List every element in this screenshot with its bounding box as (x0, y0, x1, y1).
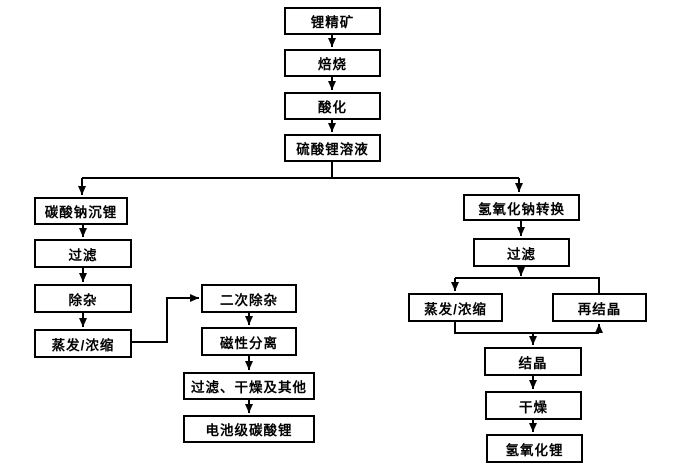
line-evap-right-bottom (454, 322, 599, 334)
flow-node-evap-concentrate-right: 蒸发/浓缩 (408, 293, 503, 322)
flow-node-crystallization: 结晶 (484, 347, 582, 376)
flow-node-magnetic-separation: 磁性分离 (201, 327, 297, 356)
flow-node-naoh-conversion: 氢氧化钠转换 (463, 194, 580, 221)
flow-node-secondary-removal: 二次除杂 (201, 284, 297, 313)
flow-node-recrystallization: 再结晶 (552, 293, 647, 322)
flow-node-evap-concentrate-left: 蒸发/浓缩 (34, 329, 132, 358)
flow-node-li-concentrate: 锂精矿 (284, 7, 381, 35)
arrow-evap-to-secondary (132, 294, 199, 343)
flow-node-lioh: 氢氧化锂 (486, 434, 583, 463)
flow-node-acidification: 酸化 (284, 92, 381, 120)
flow-node-drying: 干燥 (485, 391, 582, 420)
flow-node-roasting: 焙烧 (284, 49, 381, 77)
flow-node-na2co3-precipitation: 碳酸钠沉锂 (34, 197, 128, 225)
line-junction-horizontal-and-recrystal-top (455, 277, 600, 293)
flow-node-filter-dry-other: 过滤、干燥及其他 (183, 372, 315, 400)
flow-node-battery-li2co3: 电池级碳酸锂 (183, 415, 315, 443)
flow-node-filter-right: 过滤 (473, 238, 570, 267)
flow-node-li-sulfate-solution: 硫酸锂溶液 (284, 134, 381, 162)
flow-node-impurity-removal: 除杂 (34, 284, 132, 313)
flow-node-filter-left: 过滤 (34, 239, 132, 268)
